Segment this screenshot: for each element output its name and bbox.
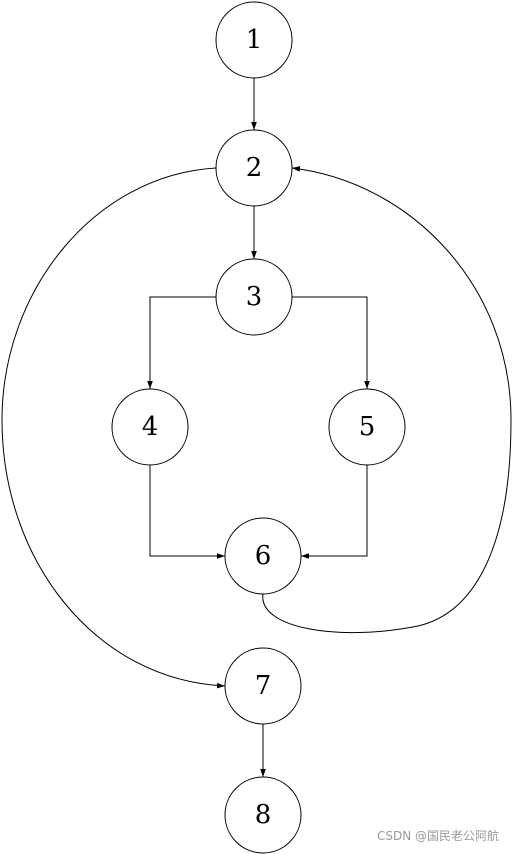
node-label: 5 xyxy=(359,412,376,442)
edges xyxy=(1,78,512,777)
nodes: 1 2 3 4 5 6 7 8 xyxy=(111,1,406,854)
edge-3-5 xyxy=(292,296,370,389)
node-label: 6 xyxy=(255,541,272,571)
node-7: 7 xyxy=(224,647,302,725)
edge-4-6 xyxy=(149,465,225,559)
node-6: 6 xyxy=(224,517,302,595)
node-label: 7 xyxy=(255,671,272,701)
node-label: 8 xyxy=(255,800,272,830)
node-5: 5 xyxy=(328,388,406,466)
edge-2-7 xyxy=(1,167,226,689)
edge-3-4 xyxy=(147,296,216,389)
node-2: 2 xyxy=(215,129,293,207)
node-3: 3 xyxy=(215,258,293,336)
edge-6-2 xyxy=(262,166,512,634)
node-label: 3 xyxy=(246,282,263,312)
node-4: 4 xyxy=(111,388,189,466)
node-label: 4 xyxy=(142,412,159,442)
node-label: 2 xyxy=(246,153,263,183)
watermark: CSDN @国民老公阿航 xyxy=(376,829,499,843)
edge-5-6 xyxy=(301,465,368,559)
node-label: 1 xyxy=(246,25,263,55)
node-1: 1 xyxy=(215,1,293,79)
node-8: 8 xyxy=(224,776,302,854)
